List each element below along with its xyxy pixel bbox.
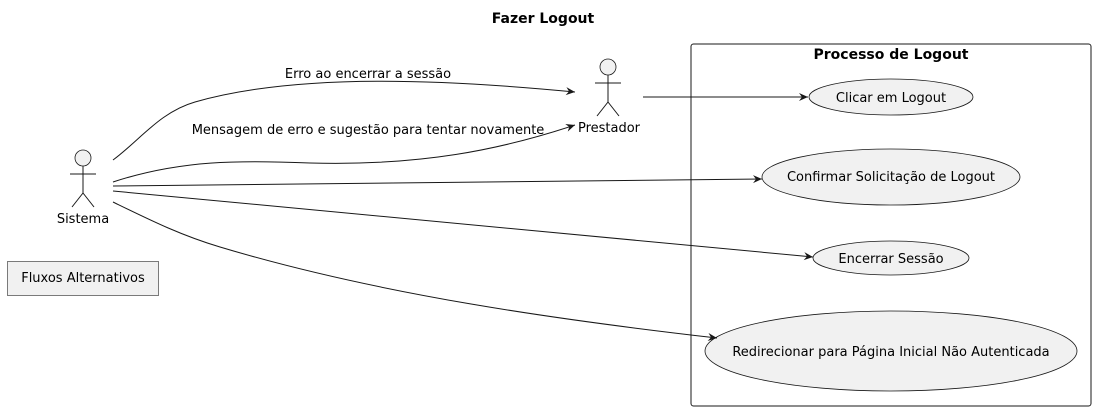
actor-prestador: Prestador [578,58,641,136]
edges: Erro ao encerrar a sessão Mensagem de er… [112,67,814,341]
edge-sistema-confirmar [112,175,763,187]
actor-prestador-label: Prestador [578,121,641,136]
edge-label-mensagem-erro: Mensagem de erro e sugestão para tentar … [192,123,545,138]
use-case-confirmar-solicitacao: Confirmar Solicitação de Logout [761,148,1021,206]
package-title: Processo de Logout [814,47,969,63]
diagram-title: Fazer Logout [492,11,595,27]
use-case-clicar-em-logout: Clicar em Logout [808,78,974,116]
use-case-redirecionar: Redirecionar para Página Inicial Não Aut… [704,310,1078,392]
svg-text:Clicar em Logout: Clicar em Logout [836,91,946,106]
package-processo-de-logout: Processo de Logout [690,43,1092,407]
actor-sistema: Sistema [57,149,109,227]
svg-text:Confirmar Solicitação de Logou: Confirmar Solicitação de Logout [787,170,995,185]
edge-sistema-prestador-mensagem [112,124,576,183]
edge-sistema-prestador-erro [112,80,576,161]
use-case-encerrar-sessao: Encerrar Sessão [812,240,970,276]
edge-label-erro-encerrar: Erro ao encerrar a sessão [285,67,451,82]
edge-sistema-encerrar [112,190,814,261]
svg-text:Redirecionar para Página Inici: Redirecionar para Página Inicial Não Aut… [732,345,1049,360]
edge-sistema-redirecionar [112,201,718,341]
svg-text:Encerrar Sessão: Encerrar Sessão [838,252,943,267]
actor-sistema-label: Sistema [57,212,109,227]
fluxos-alternativos-box: Fluxos Alternativos [7,261,159,296]
